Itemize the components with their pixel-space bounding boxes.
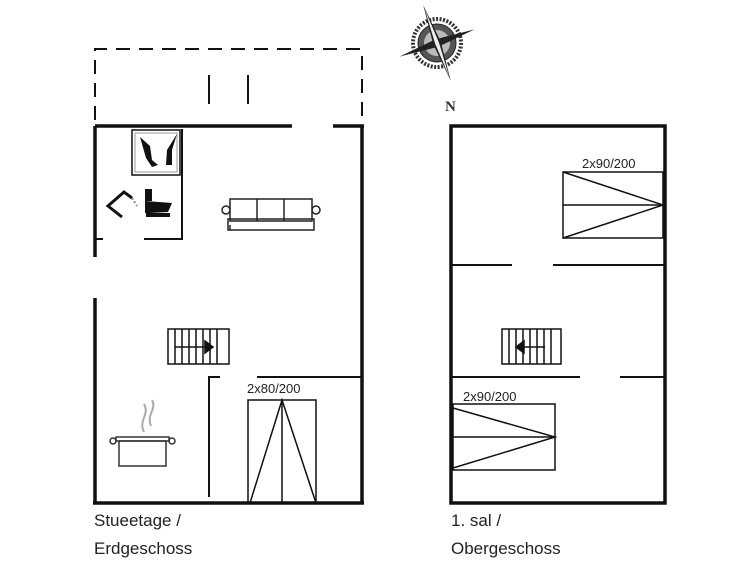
sink-icon [105,190,138,219]
upper-floor-label-line2: Obergeschoss [451,539,561,558]
shower-icon [131,129,181,176]
upper-floor-walls [449,124,667,505]
bed-top-icon [562,171,666,239]
toilet-icon [145,189,172,217]
bed-bottom-icon [452,403,558,471]
compass-north-label: N [445,99,456,115]
stairs-upper-icon [501,328,562,365]
ground-floor-label: Stueetage / Erdgeschoss [94,507,192,563]
upper-bed-bottom-size-label: 2x90/200 [463,389,517,404]
ground-floor-label-line2: Erdgeschoss [94,539,193,558]
ground-bed-size-label: 2x80/200 [247,381,301,396]
upper-bed-top-size-label: 2x90/200 [582,156,636,171]
sofa-icon [221,198,321,231]
upper-floor-label-line1: 1. sal / [451,511,502,530]
terrace-outline [94,48,363,120]
ground-floor-walls [93,124,364,505]
ground-floor-interior-walls [95,129,362,497]
upper-floor-label: 1. sal / Obergeschoss [451,507,561,563]
upper-floor-interior-walls [451,264,665,378]
compass-rose-icon [399,5,475,81]
kitchen-pot-icon [109,399,176,467]
ground-floor-label-line1: Stueetage / [94,511,181,530]
double-bed-icon [247,397,317,504]
stairs-icon [167,328,230,365]
